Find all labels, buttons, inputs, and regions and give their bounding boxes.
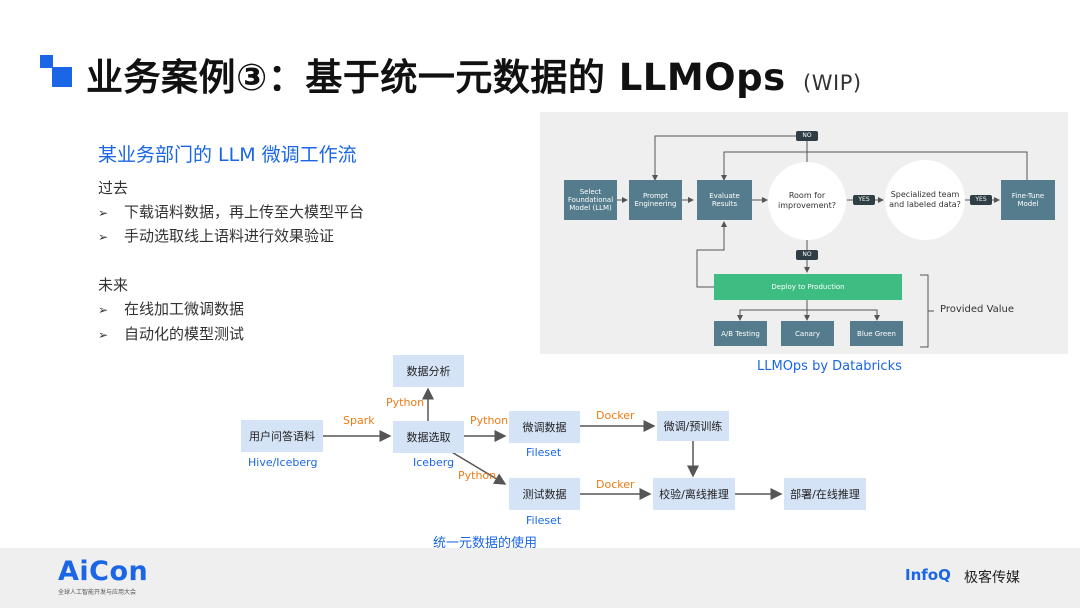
db-provided-value: Provided Value <box>940 304 1015 315</box>
flow-node-verify-offline: 校验/离线推理 <box>653 478 735 510</box>
page-title-main: 业务案例③：基于统一元数据的 LLMOps <box>86 56 786 99</box>
storage-fileset-top: Fileset <box>526 446 562 459</box>
db-deploy-box: Deploy to Production <box>714 274 902 300</box>
storage-fileset-bottom: Fileset <box>526 514 562 527</box>
flow-label-docker-bottom: Docker <box>596 478 635 491</box>
page-title: 业务案例③：基于统一元数据的 LLMOps (WIP) <box>86 47 862 101</box>
storage-hive-iceberg: Hive/Iceberg <box>248 456 318 469</box>
db-evaluate-results-box: Evaluate Results <box>697 180 752 220</box>
flow-label-python-down: Python <box>458 469 497 482</box>
db-specialized-team-circle: Specialized team and labeled data? <box>885 160 965 240</box>
title-logo-icon <box>40 55 74 89</box>
section-subtitle: 某业务部门的 LLM 微调工作流 <box>98 144 357 166</box>
flow-label-python-right: Python <box>470 414 509 427</box>
future-item-1: ➢在线加工微调数据 <box>98 300 245 318</box>
aicon-logo: AiCon <box>58 556 149 587</box>
future-heading: 未来 <box>98 276 129 294</box>
bullet-arrow-icon: ➢ <box>98 206 109 220</box>
past-item-2: ➢手动选取线上语料进行效果验证 <box>98 227 335 245</box>
db-select-model-box: Select Foundational Model (LLM) <box>564 180 617 220</box>
geek-media-logo: 极客传媒 <box>964 570 1020 586</box>
bullet-arrow-icon: ➢ <box>98 230 109 244</box>
bullet-arrow-icon: ➢ <box>98 328 109 342</box>
db-no-tag-mid: NO <box>796 250 818 260</box>
flow-connectors <box>323 387 783 500</box>
aicon-tagline: 全球人工智能开发与应用大会 <box>58 589 137 596</box>
flow-node-qa-corpus: 用户问答语料 <box>241 420 323 452</box>
flow-label-docker-top: Docker <box>596 409 635 422</box>
flow-node-deploy-online: 部署/在线推理 <box>784 478 866 510</box>
storage-iceberg: Iceberg <box>413 456 455 469</box>
past-heading: 过去 <box>98 179 129 197</box>
page-title-wip: (WIP) <box>803 71 862 95</box>
flow-node-data-select: 数据选取 <box>393 421 464 453</box>
db-yes-tag-1: YES <box>853 195 875 205</box>
flow-node-test-data: 测试数据 <box>509 478 580 510</box>
db-room-for-improvement-circle: Room for improvement? <box>768 162 846 240</box>
flow-node-data-analysis: 数据分析 <box>393 355 464 387</box>
db-fine-tune-box: Fine-Tune Model <box>1001 180 1055 220</box>
future-item-2: ➢自动化的模型测试 <box>98 325 245 343</box>
databricks-caption: LLMOps by Databricks <box>757 359 902 374</box>
db-no-tag-top: NO <box>796 131 818 141</box>
flow-node-finetune-data: 微调数据 <box>509 411 580 443</box>
bullet-arrow-icon: ➢ <box>98 303 109 317</box>
flow-label-python-up: Python <box>386 396 425 409</box>
db-canary-box: Canary <box>781 321 834 346</box>
flow-node-finetune-pretrain: 微调/预训练 <box>657 411 729 441</box>
databricks-diagram: Select Foundational Model (LLM) Prompt E… <box>540 112 1068 354</box>
db-yes-tag-2: YES <box>970 195 992 205</box>
db-blue-green-box: Blue Green <box>850 321 903 346</box>
flow-label-spark: Spark <box>343 414 375 427</box>
db-prompt-engineering-box: Prompt Engineering <box>629 180 682 220</box>
flow-caption: 统一元数据的使用 <box>433 536 538 551</box>
footer-bar <box>0 548 1080 608</box>
db-ab-testing-box: A/B Testing <box>714 321 767 346</box>
infoq-logo: InfoQ <box>905 566 951 584</box>
past-item-1: ➢下载语料数据，再上传至大模型平台 <box>98 203 365 221</box>
